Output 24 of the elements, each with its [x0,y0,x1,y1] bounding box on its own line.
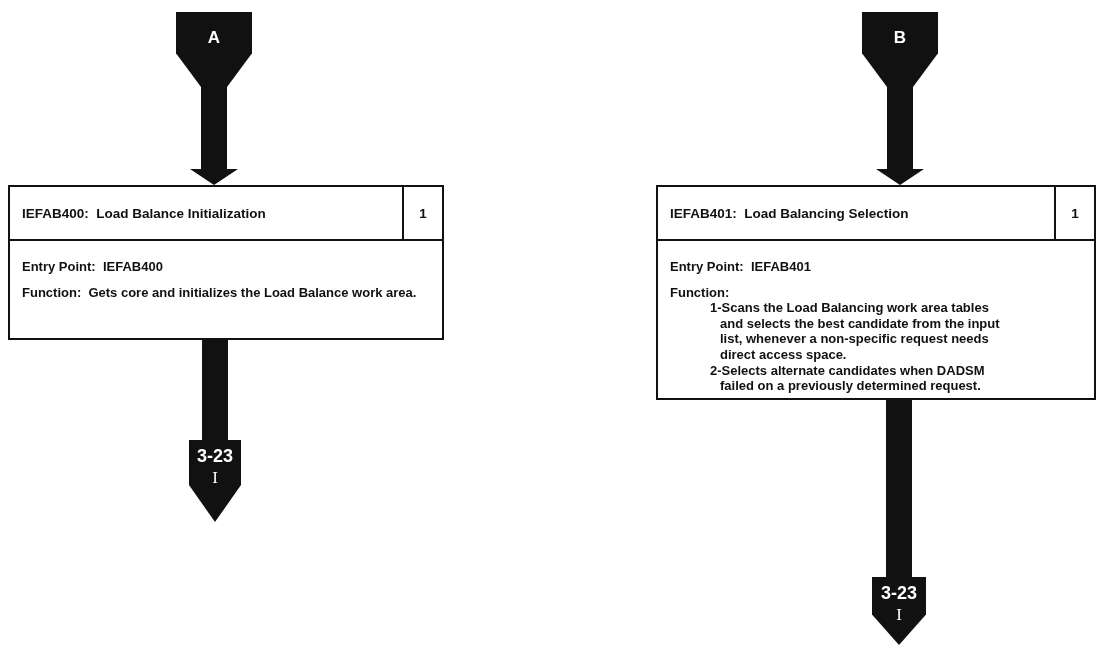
connector-label: B [892,28,908,48]
off-page-connector [872,577,926,645]
flow-arrow [190,86,238,185]
step-number: 1 [1054,187,1094,239]
description-text: Function: [670,284,731,301]
description-text: Function: Gets core and initializes the Load Balance work area. [22,284,418,301]
connector-label: 3-23 [196,446,234,467]
step-number: 1 [402,187,442,239]
connector-label: I [895,605,903,625]
module-title: IEFAB400: Load Balance Initialization [21,205,267,221]
description-text: Entry Point: IEFAB401 [670,259,812,275]
description-text: 2-Selects alternate candidates when DADSM failed on a previously determined request. [709,362,986,394]
connector-label: 3-23 [880,583,918,604]
entry-connector [176,12,252,87]
module-title: IEFAB401: Load Balancing Selection [669,205,910,221]
entry-connector [862,12,938,87]
connector-label: A [206,28,222,48]
flow-arrow [876,86,924,185]
process-box [8,185,444,340]
off-page-connector [189,440,241,522]
description-text: 1-Scans the Load Balancing work area tables and selects the best candidate from the input list, whenever a non-specific request needs direct access space. [709,300,1001,363]
description-text: Entry Point: IEFAB400 [22,259,164,275]
process-box [656,185,1096,400]
connector-label: I [211,468,219,488]
